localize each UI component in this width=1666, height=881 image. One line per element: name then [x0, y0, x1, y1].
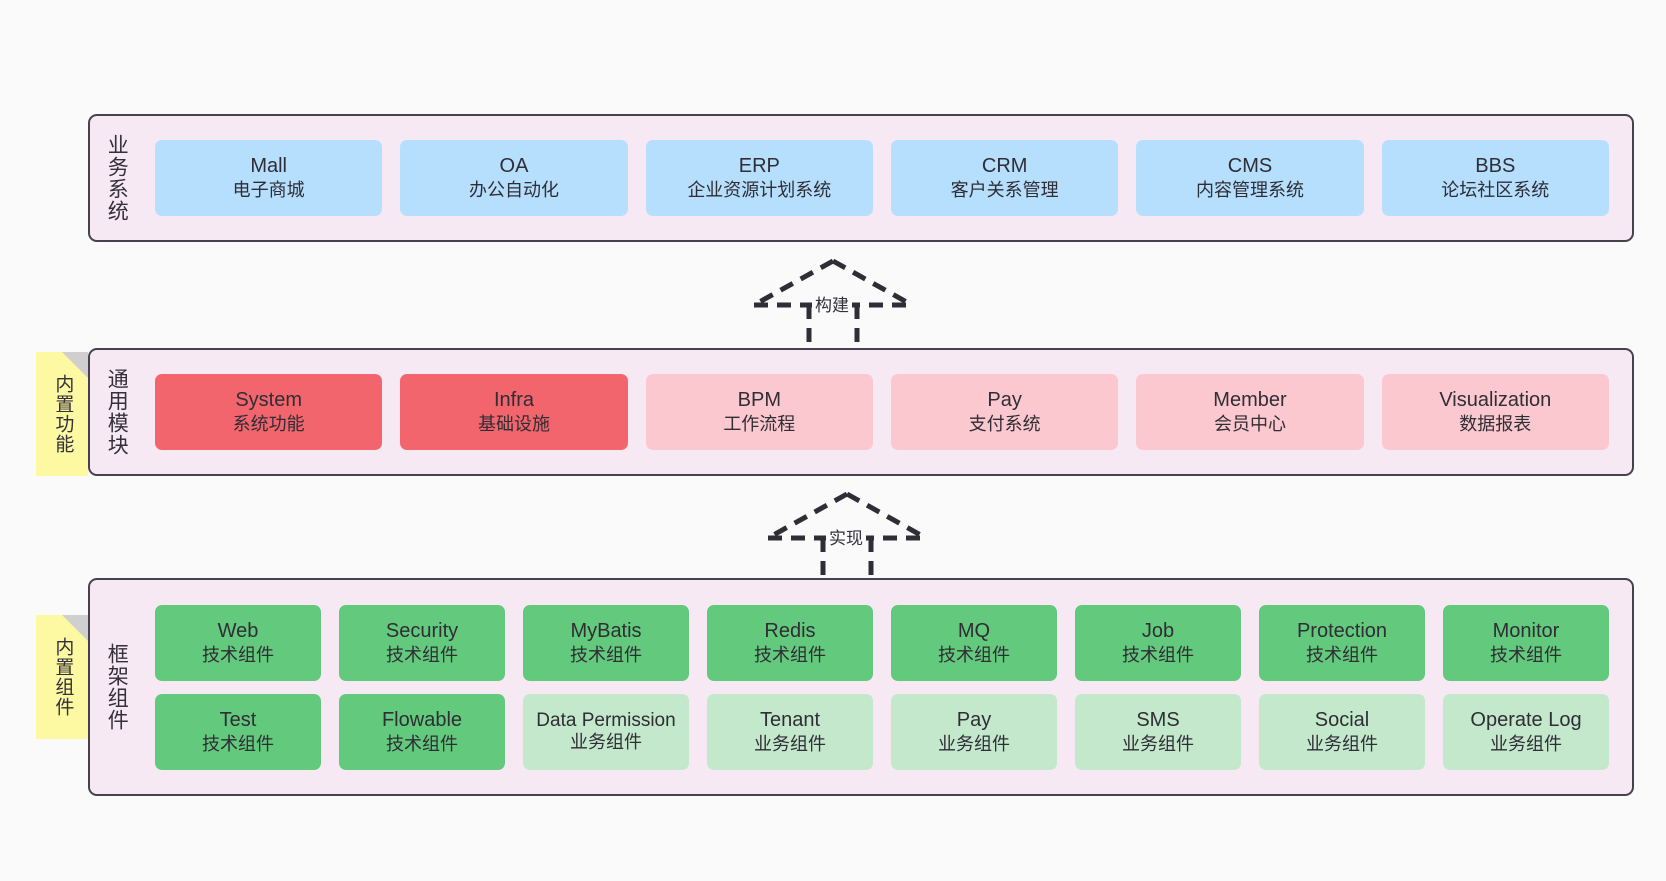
box-tenant[interactable]: Tenant 业务组件 — [707, 693, 873, 770]
box-infra-en: Infra — [493, 389, 534, 412]
layer-common-modules: 通用模块 System 系统功能 Infra 基础设施 BPM 工作流程 Pay… — [88, 348, 1634, 476]
box-test-en: Test — [219, 708, 257, 731]
box-pay-module-cn: 支付系统 — [968, 414, 1041, 435]
layer-body-framework-components: Web 技术组件 Security 技术组件 MyBatis 技术组件 Redi… — [142, 580, 1632, 794]
framework-row-technical: Web 技术组件 Security 技术组件 MyBatis 技术组件 Redi… — [146, 604, 1618, 681]
box-job-en: Job — [1141, 619, 1175, 642]
box-flowable-cn: 技术组件 — [386, 733, 458, 754]
box-bpm-en: BPM — [737, 389, 781, 412]
box-mq-cn: 技术组件 — [938, 644, 1010, 665]
box-system-en: System — [235, 389, 302, 412]
box-monitor[interactable]: Monitor 技术组件 — [1443, 604, 1609, 681]
connector-build-label: 构建 — [812, 291, 852, 316]
box-member-en: Member — [1213, 389, 1287, 412]
box-mall-en: Mall — [250, 155, 287, 178]
box-redis-en: Redis — [764, 619, 816, 642]
box-system-cn: 系统功能 — [232, 414, 305, 435]
box-mybatis-en: MyBatis — [570, 619, 642, 642]
layer-business-system: 业务系统 Mall 电子商城 OA 办公自动化 ERP 企业资源计划系统 CRM… — [88, 114, 1634, 242]
box-erp-cn: 企业资源计划系统 — [687, 180, 832, 201]
box-data-permission-en: Data Permission — [536, 709, 676, 731]
box-tenant-cn: 业务组件 — [754, 733, 826, 754]
box-protection-en: Protection — [1296, 619, 1388, 642]
box-oa-cn: 办公自动化 — [468, 180, 559, 201]
box-job[interactable]: Job 技术组件 — [1075, 604, 1241, 681]
box-redis-cn: 技术组件 — [754, 644, 826, 665]
box-security-en: Security — [385, 619, 459, 642]
box-social-cn: 业务组件 — [1306, 733, 1378, 754]
framework-row-business: Test 技术组件 Flowable 技术组件 Data Permission … — [146, 693, 1618, 770]
layer-body-common-modules: System 系统功能 Infra 基础设施 BPM 工作流程 Pay 支付系统… — [142, 350, 1632, 474]
box-oa-en: OA — [499, 155, 529, 178]
box-member[interactable]: Member 会员中心 — [1136, 374, 1364, 450]
box-security-cn: 技术组件 — [386, 644, 458, 665]
box-mybatis-cn: 技术组件 — [570, 644, 642, 665]
box-mall-cn: 电子商城 — [232, 180, 305, 201]
box-social-en: Social — [1314, 708, 1370, 731]
box-data-permission-cn: 业务组件 — [570, 731, 642, 752]
box-flowable-en: Flowable — [381, 708, 463, 731]
box-web-en: Web — [217, 619, 259, 642]
box-oa[interactable]: OA 办公自动化 — [400, 140, 628, 216]
box-bbs-cn: 论坛社区系统 — [1441, 180, 1550, 201]
box-pay-component-en: Pay — [956, 708, 992, 731]
box-infra[interactable]: Infra 基础设施 — [400, 374, 628, 450]
box-erp-en: ERP — [738, 155, 780, 178]
box-flowable[interactable]: Flowable 技术组件 — [339, 693, 505, 770]
box-sms[interactable]: SMS 业务组件 — [1075, 693, 1241, 770]
box-bpm-cn: 工作流程 — [723, 414, 796, 435]
sticky-note-builtin-components: 内置组件 — [36, 615, 88, 739]
box-test-cn: 技术组件 — [202, 733, 274, 754]
box-job-cn: 技术组件 — [1122, 644, 1194, 665]
box-mq[interactable]: MQ 技术组件 — [891, 604, 1057, 681]
box-tenant-en: Tenant — [759, 708, 821, 731]
box-operate-log-cn: 业务组件 — [1490, 733, 1562, 754]
box-sms-cn: 业务组件 — [1122, 733, 1194, 754]
box-mall[interactable]: Mall 电子商城 — [155, 140, 383, 216]
box-visualization-cn: 数据报表 — [1459, 414, 1532, 435]
box-pay-module-en: Pay — [987, 389, 1022, 412]
box-crm-cn: 客户关系管理 — [950, 180, 1059, 201]
layer-title-business-system: 业务系统 — [105, 134, 129, 222]
box-visualization-en: Visualization — [1439, 389, 1552, 412]
box-data-permission[interactable]: Data Permission 业务组件 — [523, 693, 689, 770]
box-visualization[interactable]: Visualization 数据报表 — [1381, 374, 1609, 450]
box-member-cn: 会员中心 — [1213, 414, 1286, 435]
layer-title-common-modules: 通用模块 — [105, 368, 129, 456]
box-erp[interactable]: ERP 企业资源计划系统 — [645, 140, 873, 216]
box-cms-en: CMS — [1227, 155, 1273, 178]
box-monitor-cn: 技术组件 — [1490, 644, 1562, 665]
connector-implement-label: 实现 — [826, 524, 866, 549]
box-operate-log-en: Operate Log — [1470, 708, 1582, 731]
layer-framework-components: 框架组件 Web 技术组件 Security 技术组件 MyBatis 技术组件… — [88, 578, 1634, 796]
box-pay-component-cn: 业务组件 — [938, 733, 1010, 754]
box-social[interactable]: Social 业务组件 — [1259, 693, 1425, 770]
box-mq-en: MQ — [957, 619, 991, 642]
box-protection-cn: 技术组件 — [1306, 644, 1378, 665]
box-crm[interactable]: CRM 客户关系管理 — [890, 140, 1119, 216]
box-web[interactable]: Web 技术组件 — [155, 604, 321, 681]
box-redis[interactable]: Redis 技术组件 — [707, 604, 873, 681]
layer-body-business-system: Mall 电子商城 OA 办公自动化 ERP 企业资源计划系统 CRM 客户关系… — [142, 116, 1632, 240]
box-cms[interactable]: CMS 内容管理系统 — [1136, 140, 1364, 216]
box-security[interactable]: Security 技术组件 — [339, 604, 505, 681]
box-infra-cn: 基础设施 — [477, 414, 550, 435]
box-bpm[interactable]: BPM 工作流程 — [645, 374, 873, 450]
box-bbs[interactable]: BBS 论坛社区系统 — [1381, 140, 1609, 216]
box-cms-cn: 内容管理系统 — [1195, 180, 1304, 201]
box-bbs-en: BBS — [1475, 155, 1516, 178]
box-pay-component[interactable]: Pay 业务组件 — [891, 693, 1057, 770]
box-operate-log[interactable]: Operate Log 业务组件 — [1443, 693, 1609, 770]
box-sms-en: SMS — [1136, 708, 1180, 731]
box-web-cn: 技术组件 — [202, 644, 274, 665]
box-test[interactable]: Test 技术组件 — [155, 693, 321, 770]
box-system[interactable]: System 系统功能 — [155, 374, 383, 450]
box-monitor-en: Monitor — [1492, 619, 1560, 642]
layer-title-framework-components: 框架组件 — [105, 643, 129, 731]
box-crm-en: CRM — [981, 155, 1028, 178]
box-pay-module[interactable]: Pay 支付系统 — [890, 374, 1119, 450]
box-mybatis[interactable]: MyBatis 技术组件 — [523, 604, 689, 681]
sticky-note-builtin-features: 内置功能 — [36, 352, 88, 476]
box-protection[interactable]: Protection 技术组件 — [1259, 604, 1425, 681]
